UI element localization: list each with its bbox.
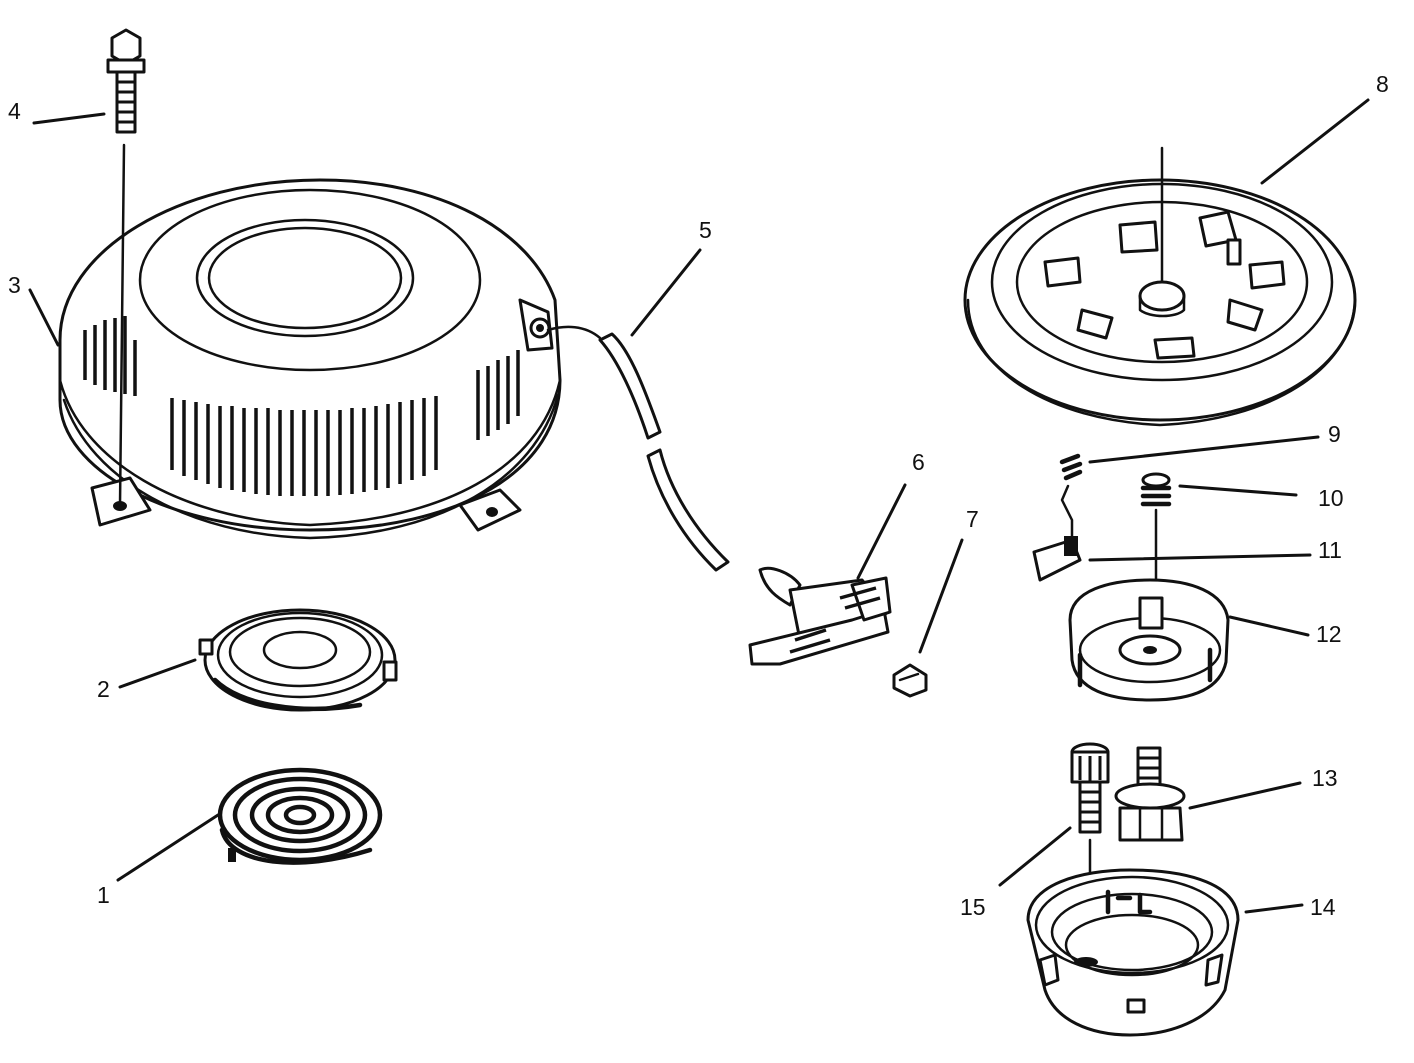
callout-labels: 1 2 3 4 5 6 7 8 9 10 11 12 13 14 15 bbox=[8, 71, 1389, 920]
callout-3: 3 bbox=[8, 272, 21, 298]
part-starter-rope bbox=[546, 325, 730, 572]
part-screw bbox=[1070, 742, 1110, 886]
callout-15: 15 bbox=[960, 894, 986, 920]
callout-11: 11 bbox=[1318, 537, 1342, 563]
callout-13: 13 bbox=[1312, 765, 1338, 791]
callout-14: 14 bbox=[1310, 894, 1336, 920]
callout-5: 5 bbox=[699, 217, 712, 243]
callout-1: 1 bbox=[97, 882, 110, 908]
part-starter-housing bbox=[58, 178, 562, 540]
part-recoil-spring bbox=[217, 767, 383, 865]
callout-8: 8 bbox=[1376, 71, 1389, 97]
part-stud bbox=[1114, 746, 1186, 842]
leader-lines bbox=[28, 98, 1370, 914]
part-pawl-spring bbox=[1059, 453, 1083, 542]
callout-6: 6 bbox=[912, 449, 925, 475]
part-pawl bbox=[1032, 536, 1082, 582]
part-spring-cover bbox=[198, 608, 398, 712]
callout-7: 7 bbox=[966, 506, 979, 532]
part-pulley bbox=[963, 146, 1357, 427]
callout-4: 4 bbox=[8, 98, 21, 124]
part-starter-cup bbox=[1026, 868, 1240, 1037]
part-bolt bbox=[106, 28, 146, 507]
callout-10: 10 bbox=[1318, 485, 1344, 511]
part-starter-handle bbox=[748, 566, 892, 666]
callout-9: 9 bbox=[1328, 421, 1341, 447]
callout-2: 2 bbox=[97, 676, 110, 702]
part-rope-clip bbox=[892, 663, 928, 698]
callout-12: 12 bbox=[1316, 621, 1342, 647]
part-ratchet-cup bbox=[1068, 578, 1230, 702]
